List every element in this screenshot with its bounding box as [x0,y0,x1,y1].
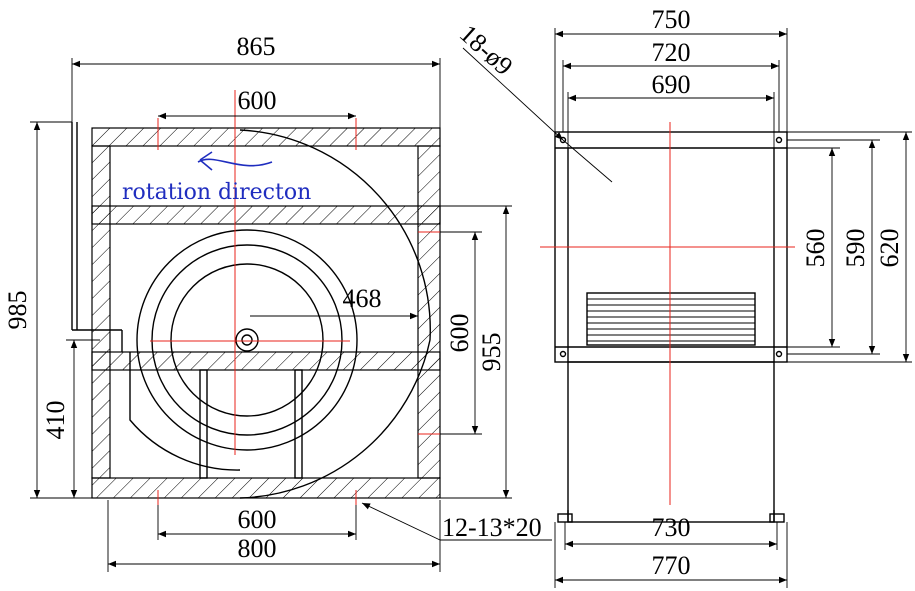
dim-590: 590 [841,229,870,268]
flange-hole-bl [559,350,567,358]
rotation-arrow-head-icon [199,151,213,171]
scroll-outline [239,129,431,499]
shaft-hub [235,328,259,352]
dim-560: 560 [801,229,830,268]
impeller-inner-ring [151,244,343,436]
housing-mid-rail-bottom [91,351,441,371]
dim-18-dia9: 18-ø9 [454,19,518,81]
impeller-outer-ring [136,229,358,451]
scroll-inner-lower [129,352,241,471]
dim-600-top: 600 [238,86,277,115]
dim-865: 865 [237,32,276,61]
dim-690: 690 [652,70,691,99]
dim-600-outlet: 600 [445,314,474,353]
dim-620: 620 [875,229,904,268]
leader-flange-holes-tail [562,139,613,183]
dim-730: 730 [652,513,691,542]
housing-body [567,361,775,523]
rotation-arrow-icon [197,158,273,167]
housing-left-wall [91,145,111,479]
flange-hole-tl [559,136,567,144]
dim-800: 800 [238,534,277,563]
foot-right [769,513,785,523]
flange-hole-br [775,350,783,358]
front-view: rotation directon 865 600 985 410 468 60… [3,32,552,572]
housing-top-wall [91,127,441,147]
impeller-hub-ring [170,263,324,417]
shaft [241,334,253,346]
flange-hole-tr [775,136,783,144]
dim-720: 720 [652,38,691,67]
side-view: 750 720 690 18-ø9 560 590 620 730 [454,5,912,588]
dim-12-13x20: 12-13*20 [442,513,542,542]
dim-468: 468 [343,284,382,313]
foot-left [557,513,573,523]
motor-louver-grille [586,292,756,346]
leader-base-holes [361,502,441,541]
dim-600-base: 600 [238,505,277,534]
support-leg-left [199,369,208,479]
housing-bottom-wall [91,477,441,499]
dim-955: 955 [477,333,506,372]
leader-flange-holes [462,47,564,141]
dim-750: 750 [652,5,691,34]
rotation-direction-label: rotation directon [122,180,311,205]
dim-410: 410 [41,401,70,440]
dim-985: 985 [3,291,32,330]
housing-mid-rail-top [91,205,441,225]
dim-770: 770 [652,551,691,580]
support-leg-right [294,369,303,479]
